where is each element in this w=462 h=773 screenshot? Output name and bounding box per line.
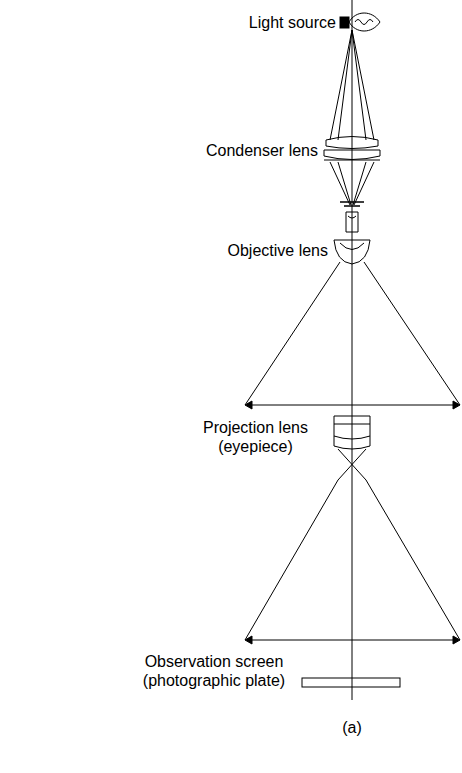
part-label: Light source: [186, 13, 336, 32]
lamp-bulb: [349, 13, 380, 31]
objective-lens: [334, 240, 370, 264]
part-label: Observation screen (photographic plate): [134, 652, 294, 690]
ray: [353, 162, 366, 205]
objective-lens: [340, 243, 364, 250]
condenser-lens: [324, 150, 380, 160]
photographic-plate: [302, 678, 400, 687]
projection-lens: [334, 424, 370, 439]
lamp-filament: [355, 20, 373, 25]
image-arrowhead: [245, 401, 460, 409]
specimen-slide: [340, 202, 364, 206]
part-label: Objective lens: [178, 241, 328, 260]
image-arrowhead: [245, 636, 460, 644]
ray: [364, 262, 460, 405]
ray: [330, 30, 352, 140]
final-image: [247, 640, 458, 641]
condenser-lens: [326, 137, 378, 149]
ray: [330, 162, 350, 205]
ray: [338, 449, 366, 480]
ray: [338, 449, 366, 480]
intermediate-image: [247, 405, 458, 406]
objective-front-lens: [348, 216, 356, 218]
ray: [338, 30, 352, 140]
condenser-lens: [324, 160, 380, 161]
lamp-base: [340, 17, 349, 28]
ray: [366, 480, 460, 640]
ray: [245, 480, 338, 640]
ray: [352, 30, 366, 140]
ray: [245, 262, 340, 405]
ray: [338, 162, 351, 205]
figure-label: (a): [322, 718, 382, 737]
objective-front-lens: [346, 212, 358, 232]
ray: [354, 162, 374, 205]
projection-lens: [334, 416, 370, 449]
part-label: Projection lens (eyepiece): [193, 418, 318, 456]
optical-axis: [352, 0, 353, 700]
part-label: Condenser lens: [168, 141, 318, 160]
ray: [352, 30, 374, 140]
